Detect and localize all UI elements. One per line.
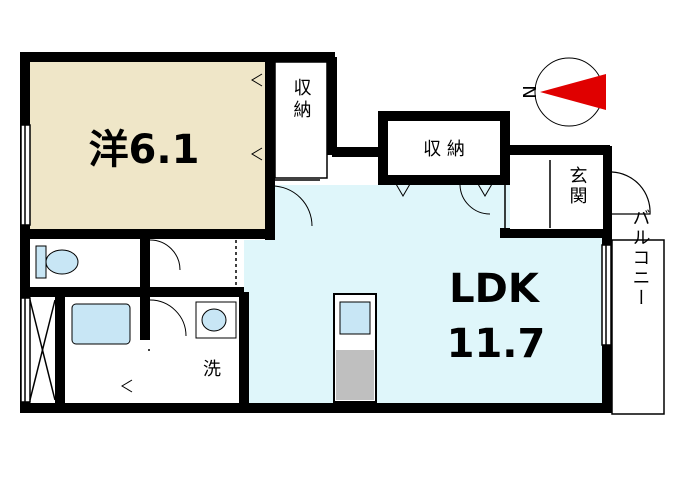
bath-window	[20, 297, 56, 403]
washbasin-icon	[201, 308, 227, 332]
entrance: 玄関	[510, 155, 651, 229]
compass-north-label: N	[520, 85, 541, 98]
north-arrow-icon	[540, 74, 606, 110]
ldk-area: 11.7	[447, 321, 546, 367]
western-room-label: 洋6.1	[89, 127, 200, 173]
balcony: バルコニー	[611, 208, 665, 415]
bathtub-icon	[71, 303, 131, 345]
kitchen-counter	[333, 293, 377, 403]
washroom-label: 洗	[203, 359, 221, 380]
western-room-floor	[30, 62, 270, 230]
walls	[20, 52, 612, 413]
toilet-icon	[35, 245, 47, 279]
stove-area	[336, 350, 374, 400]
toilet-bowl-icon	[45, 249, 79, 275]
west-window	[20, 124, 31, 226]
closet-center: 収 納	[388, 121, 500, 215]
western-room-door	[271, 185, 313, 227]
ldk-window	[601, 244, 612, 346]
bathroom	[65, 297, 140, 403]
ldk-label: LDK	[449, 266, 541, 312]
washroom: 洗	[149, 297, 239, 403]
closet-west: 収納	[251, 61, 328, 179]
closet-west-label: 収納	[291, 78, 312, 122]
sink-icon	[339, 301, 371, 335]
balcony-label: バルコニー	[630, 208, 651, 308]
closet-center-label: 収 納	[423, 139, 465, 160]
entrance-label: 玄関	[567, 166, 588, 206]
compass: N	[520, 57, 606, 127]
toilet-room	[30, 239, 181, 287]
